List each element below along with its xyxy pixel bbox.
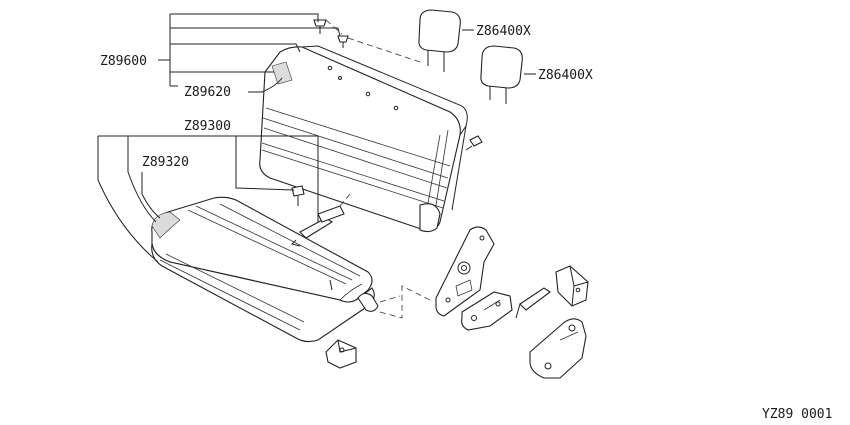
small-lever	[515, 287, 551, 319]
cover-bracket	[555, 265, 589, 307]
headrest-2	[480, 45, 523, 104]
label-cushion-trim: Z89320	[142, 155, 189, 170]
recliner-latch	[461, 291, 513, 331]
seat-back-trim-patch	[271, 61, 293, 85]
recliner-plate	[435, 226, 495, 317]
clip-parts	[313, 19, 421, 63]
label-cushion-group: Z89300	[184, 119, 231, 134]
diagram-id-label: YZ89 0001	[762, 407, 832, 422]
screw-right	[465, 135, 483, 151]
label-seat-back-trim: Z89620	[184, 85, 231, 100]
part-labels: Z86400X Z86400X Z89600 Z89620 Z89300 Z89…	[100, 24, 832, 422]
recliner-cover	[529, 318, 587, 379]
belt-buckle	[291, 193, 351, 247]
label-headrest-1: Z86400X	[476, 24, 531, 39]
screw-cushion	[291, 185, 305, 206]
label-seat-back-group: Z89600	[100, 54, 147, 69]
seat-cushion	[151, 196, 379, 343]
headrest-1	[418, 9, 461, 72]
seat-back	[259, 45, 468, 233]
connection-lines	[379, 285, 431, 319]
foot-bracket	[325, 339, 357, 369]
cushion-trim-patch	[151, 211, 181, 239]
leader-lines	[97, 13, 536, 263]
label-headrest-2: Z86400X	[538, 68, 593, 83]
